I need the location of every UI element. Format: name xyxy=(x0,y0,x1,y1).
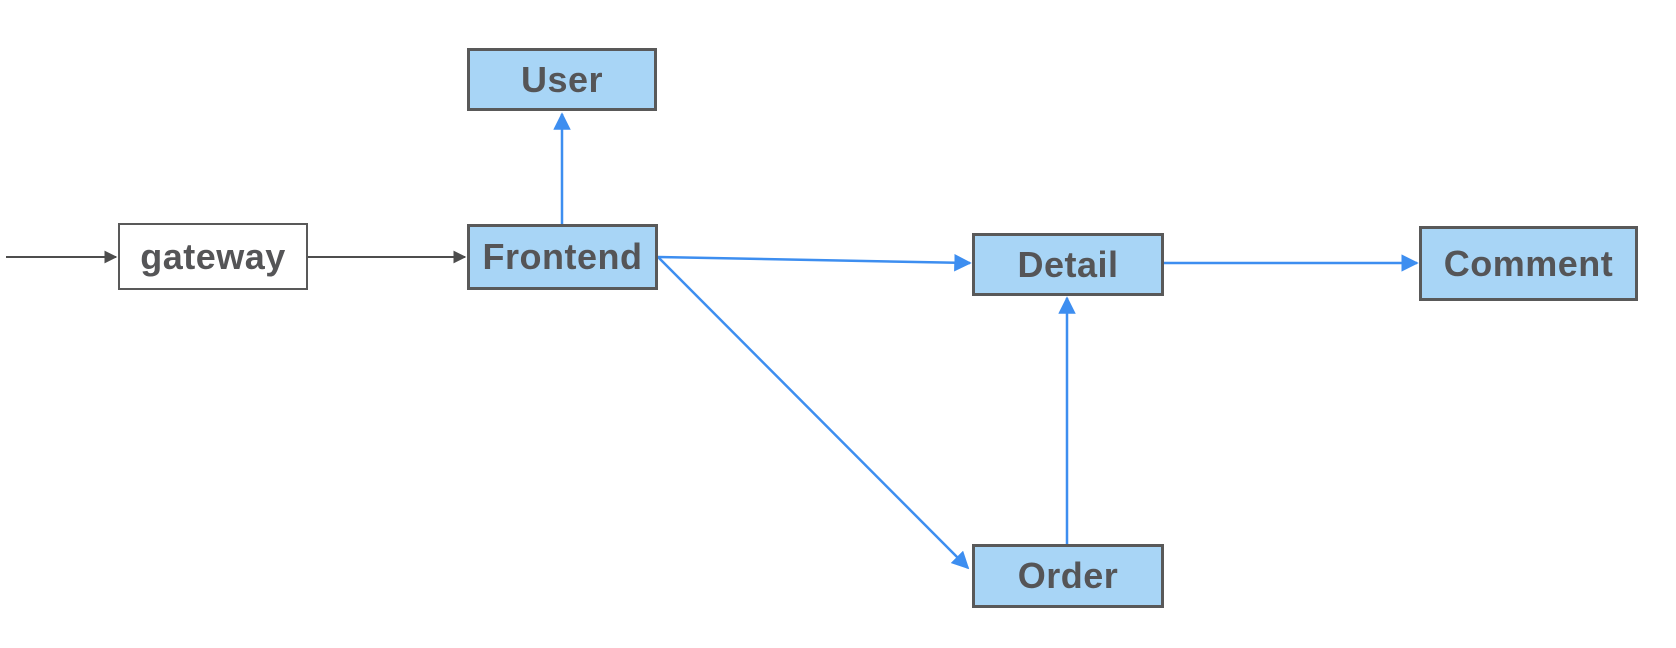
node-comment: Comment xyxy=(1419,226,1638,301)
node-order: Order xyxy=(972,544,1164,608)
node-comment-label: Comment xyxy=(1443,242,1614,284)
node-order-label: Order xyxy=(1017,555,1119,596)
node-detail-label: Detail xyxy=(1017,243,1119,285)
node-frontend: Frontend xyxy=(467,224,658,290)
node-gateway: gateway xyxy=(118,223,308,290)
edge-frontend-to-order xyxy=(657,256,970,570)
node-frontend-label: Frontend xyxy=(482,236,643,277)
edge-frontend-to-detail xyxy=(657,253,972,272)
node-user-label: User xyxy=(520,58,604,100)
node-gateway-label: gateway xyxy=(140,235,286,277)
node-detail: Detail xyxy=(972,233,1164,296)
node-user: User xyxy=(467,48,657,111)
